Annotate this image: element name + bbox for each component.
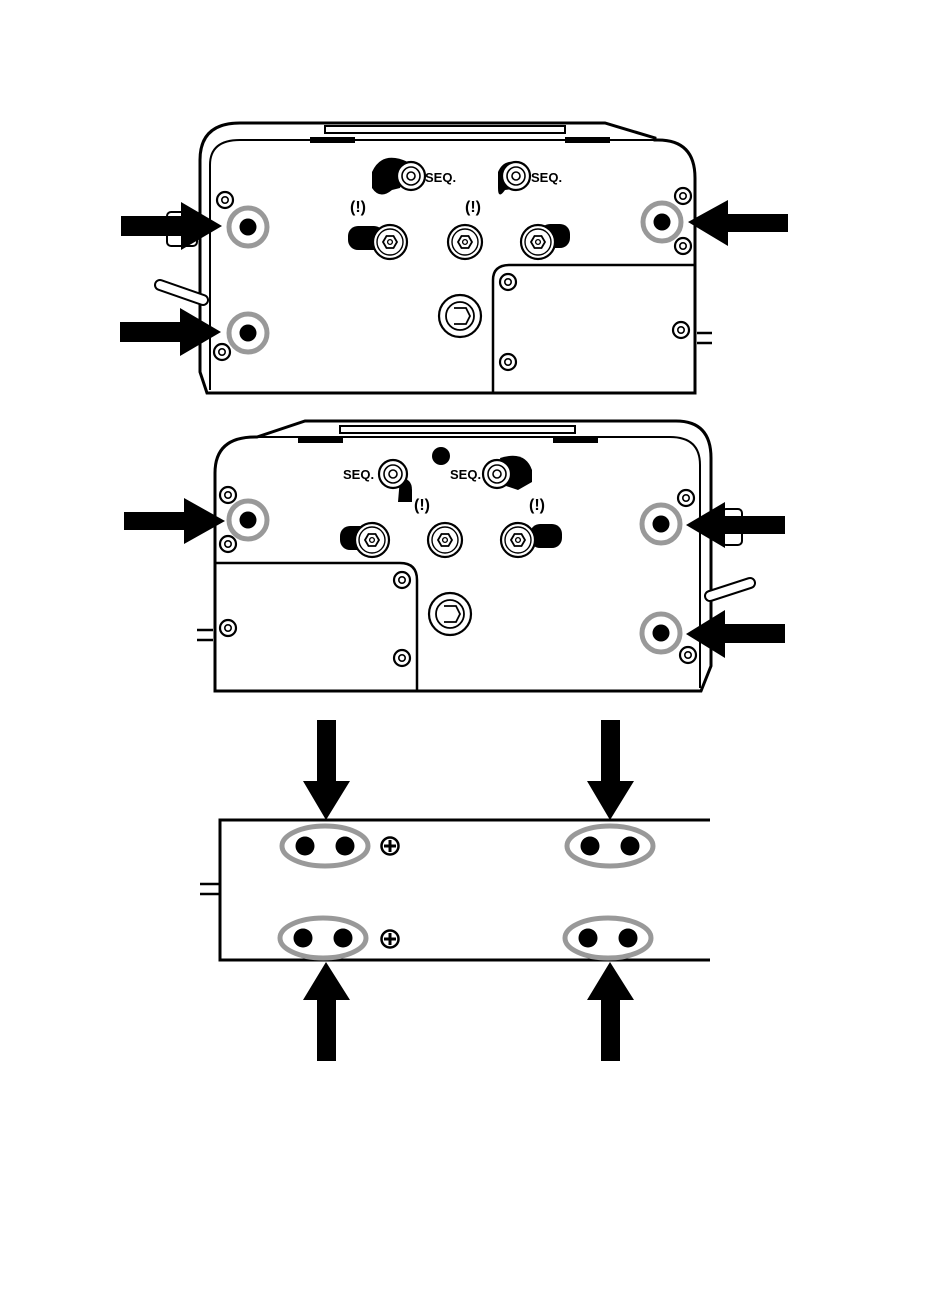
mounting-hole-ring (642, 614, 680, 652)
seq-label: SEQ. (450, 467, 481, 482)
arrow-down-icon (303, 720, 350, 820)
mounting-slot-pair (565, 918, 651, 958)
arrow-up-icon (303, 962, 350, 1061)
polarity-icon (382, 838, 399, 855)
mounting-hole-ring (229, 208, 267, 246)
caution-symbol: (!) (350, 199, 366, 216)
seq-label: SEQ. (531, 170, 562, 185)
mounting-hole-ring (642, 505, 680, 543)
view-2-housing (215, 421, 711, 691)
caution-symbol: (!) (465, 199, 481, 216)
view-3 (200, 720, 710, 1061)
seq-label: SEQ. (343, 467, 374, 482)
seq-label: SEQ. (425, 170, 456, 185)
arrow-left-icon (688, 200, 788, 246)
mounting-hole-ring (229, 314, 267, 352)
mounting-slot-pair (282, 826, 368, 866)
view-2: SEQ. SEQ. (!) (!) (124, 421, 785, 691)
caution-symbol: (!) (529, 497, 545, 514)
arrow-down-icon (587, 720, 634, 820)
view-1-housing (200, 123, 695, 393)
polarity-icon (382, 931, 399, 948)
mounting-slot-pair (280, 918, 366, 958)
mounting-slot-pair (567, 826, 653, 866)
mounting-hole-ring (643, 203, 681, 241)
caution-symbol: (!) (414, 497, 430, 514)
view-1: SEQ. SEQ. (!) (!) (120, 123, 788, 393)
arrow-up-icon (587, 962, 634, 1061)
mounting-hole-ring (229, 501, 267, 539)
arrow-right-icon (124, 498, 225, 544)
